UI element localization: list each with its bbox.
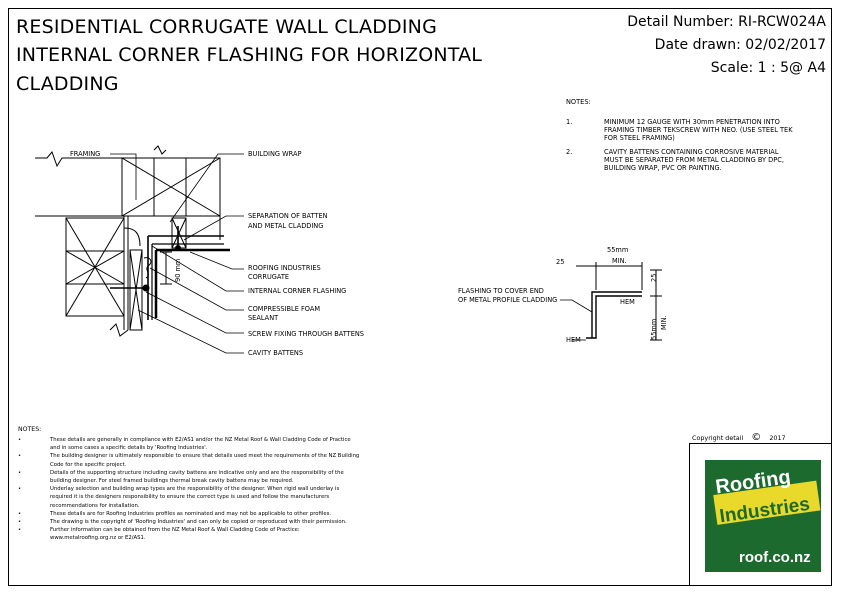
- drawing-title-line3: CLADDING: [16, 73, 119, 95]
- logo-accent-band: [713, 480, 821, 525]
- logo-url: roof.co.nz: [739, 549, 811, 566]
- general-note-bullet: •: [18, 510, 22, 517]
- corrugate-leader: [189, 251, 244, 270]
- separation-leader: [183, 215, 244, 241]
- label-foam-1: COMPRESSIBLE FOAM: [248, 305, 321, 313]
- note-line: FRAMING TIMBER TEKSCREW WITH NEO. (USE S…: [604, 126, 793, 134]
- drawing-title-line2: INTERNAL CORNER FLASHING FOR HORIZONTAL: [16, 44, 483, 66]
- general-note-text: The drawing is the copyright of 'Roofing…: [50, 519, 347, 525]
- flashing-leader: [151, 245, 244, 292]
- label-ri-corrugate-1: ROOFING INDUSTRIES: [248, 264, 321, 272]
- roofing-industries-logo: Roofing Industries roof.co.nz: [705, 460, 821, 572]
- copyright-year: 2017: [769, 434, 786, 442]
- building-wrap-leader: [169, 153, 244, 223]
- dim-55-right: 55mm: [650, 318, 658, 340]
- note-number: 1.: [566, 118, 573, 126]
- flashing-profile: [586, 295, 642, 339]
- notes-right-heading: NOTES:: [566, 98, 591, 106]
- note-line: MUST BE SEPARATED FROM METAL CLADDING BY…: [604, 156, 784, 164]
- label-screw: SCREW FIXING THROUGH BATTENS: [248, 330, 364, 338]
- label-separation-1: SEPARATION OF BATTEN: [248, 212, 328, 220]
- label-hem-right: HEM: [620, 298, 635, 306]
- label-internal-flashing: INTERNAL CORNER FLASHING: [248, 287, 347, 295]
- general-note-text: Details of the supporting structure incl…: [50, 469, 344, 476]
- general-note-text: These details are generally in complianc…: [50, 437, 351, 443]
- drawing-title-line1: RESIDENTIAL CORRUGATE WALL CLADDING: [16, 16, 438, 38]
- note-line: MINIMUM 12 GAUGE WITH 30mm PENETRATION I…: [604, 118, 780, 126]
- dim-25-right: 25: [650, 273, 658, 282]
- label-building-wrap: BUILDING WRAP: [248, 150, 302, 158]
- copyright-symbol: ©: [751, 432, 762, 443]
- logo-box: [689, 443, 832, 586]
- dim-min-right: MIN.: [660, 315, 668, 330]
- detail-number: Detail Number: RI-RCW024A: [627, 14, 826, 30]
- general-note-text: required it is the designers responsibil…: [50, 494, 330, 501]
- note-number: 2.: [566, 148, 573, 156]
- general-note-bullet: •: [18, 437, 22, 443]
- label-flashing-cover-2: OF METAL PROFILE CLADDING: [458, 296, 558, 304]
- label-framing: FRAMING: [70, 150, 101, 158]
- general-note-text: recommendations for installation.: [50, 502, 140, 509]
- framing-leader: [110, 153, 137, 200]
- upper-framing-stud: [121, 157, 221, 217]
- cavity-leader: [137, 309, 244, 354]
- copyright: Copyright detail © 2017: [692, 432, 786, 443]
- general-note-text: Underlay selection and building wrap typ…: [50, 486, 340, 493]
- label-ri-corrugate-2: CORRUGATE: [248, 273, 290, 281]
- note-line: FOR STEEL FRAMING): [604, 134, 675, 142]
- note-line: BUILDING WRAP, PVC OR PAINTING.: [604, 164, 722, 172]
- general-note-text: Further information can be obtained from…: [50, 527, 300, 534]
- general-note-bullet: •: [18, 469, 22, 476]
- general-note-bullet: •: [18, 527, 22, 534]
- screw-leader: [145, 291, 244, 334]
- dim-55-top: 55mm: [607, 246, 629, 254]
- general-note-text: The building designer is ultimately resp…: [50, 453, 360, 460]
- foam-leader: [149, 267, 244, 311]
- dim-min-top: MIN.: [612, 257, 627, 265]
- label-separation-2: AND METAL CLADDING: [248, 222, 324, 230]
- label-cavity-battens: CAVITY BATTENS: [248, 349, 304, 357]
- drawing-border: [8, 8, 832, 586]
- dim-25-top: 25: [556, 258, 565, 266]
- dim-90mm: 90 mm: [174, 258, 182, 282]
- copyright-label: Copyright detail: [692, 434, 744, 442]
- general-note-bullet: •: [18, 486, 22, 493]
- general-note-text: These details are for Roofing Industries…: [50, 510, 332, 517]
- date-drawn: Date drawn: 02/02/2017: [654, 37, 826, 53]
- label-flashing-cover-1: FLASHING TO COVER END: [458, 287, 544, 295]
- general-note-text: and in some cases a specific details by …: [50, 445, 208, 452]
- scale: Scale: 1 : 5@ A4: [710, 60, 826, 76]
- label-hem-bottom: HEM: [566, 336, 581, 344]
- cavity-batten-vertical: [129, 249, 143, 331]
- general-note-text: Code for the specific project.: [50, 461, 127, 468]
- note-line: CAVITY BATTENS CONTAINING CORROSIVE MATE…: [604, 148, 779, 156]
- general-note-bullet: •: [18, 519, 22, 525]
- general-note-text: www.metalroofing.org.nz or E2/AS1.: [50, 535, 146, 542]
- label-foam-2: SEALANT: [248, 314, 279, 322]
- general-note-bullet: •: [18, 453, 22, 460]
- general-note-text: building designer. For steel framed buil…: [50, 478, 294, 484]
- general-notes-heading: NOTES:: [18, 426, 42, 433]
